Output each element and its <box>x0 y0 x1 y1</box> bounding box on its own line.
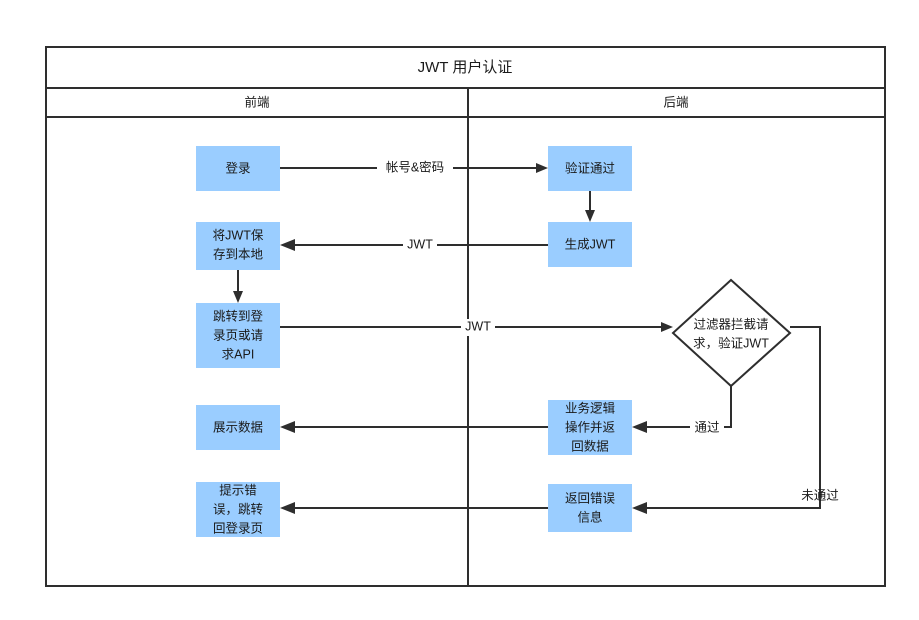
node-prompt-error-label-line3: 回登录页 <box>213 520 263 535</box>
node-filter-label-line2: 求，验证JWT <box>693 335 769 350</box>
node-business-logic-label-line2: 操作并返 <box>565 419 615 434</box>
node-verify-success[interactable]: 验证通过 <box>548 146 632 191</box>
edge-label-jwt-return: JWT <box>403 237 437 254</box>
node-redirect-label-line3: 求API <box>222 347 255 361</box>
edge-store-to-redirect <box>233 270 243 303</box>
node-redirect-or-request-api-shape[interactable] <box>196 303 280 368</box>
edge-error-to-prompt <box>280 502 548 514</box>
node-prompt-error-redirect-shape[interactable] <box>196 482 280 537</box>
node-verify-success-label: 验证通过 <box>565 160 616 175</box>
edge-label-pass: 通过 <box>690 419 724 437</box>
node-redirect-or-request-api[interactable]: 跳转到登 录页或请 求API <box>196 303 280 368</box>
node-store-jwt-local-label-line2: 存到本地 <box>213 247 264 261</box>
node-prompt-error-label-line1: 提示错 <box>219 482 257 497</box>
lane-header-frontend: 前端 <box>244 94 269 109</box>
node-redirect-label-line2: 录页或请 <box>213 328 263 342</box>
node-business-logic-label-line1: 业务逻辑 <box>565 400 615 415</box>
node-generate-jwt-label: 生成JWT <box>565 237 616 251</box>
edge-label-fail-text: 未通过 <box>801 488 839 502</box>
edge-label-fail: 未通过 <box>801 488 839 502</box>
node-return-error-shape[interactable] <box>548 484 632 532</box>
node-business-logic[interactable]: 业务逻辑 操作并返 回数据 <box>548 400 632 455</box>
node-generate-jwt[interactable]: 生成JWT <box>548 222 632 267</box>
diagram-title: JWT 用户认证 <box>418 59 513 76</box>
node-login-label: 登录 <box>225 160 250 175</box>
node-business-logic-shape[interactable] <box>548 400 632 455</box>
diagram-outer-border <box>45 46 886 587</box>
node-generate-jwt-shape[interactable] <box>548 222 632 267</box>
node-prompt-error-redirect[interactable]: 提示错 误，跳转 回登录页 <box>196 482 280 537</box>
node-filter-verify-jwt-shape[interactable] <box>671 278 792 388</box>
node-login[interactable]: 登录 <box>196 146 280 191</box>
node-store-jwt-local[interactable]: 将JWT保 存到本地 <box>196 222 280 270</box>
node-display-data[interactable]: 展示数据 <box>196 405 280 450</box>
node-business-logic-label-line3: 回数据 <box>571 438 609 453</box>
node-filter-label-line1: 过滤器拦截请 <box>693 317 768 331</box>
node-verify-success-shape[interactable] <box>548 146 632 191</box>
node-filter-verify-jwt[interactable]: 过滤器拦截请 求，验证JWT <box>671 278 792 388</box>
edge-label-jwt-request-text: JWT <box>465 319 491 333</box>
node-prompt-error-label-line2: 误，跳转 <box>213 501 263 516</box>
node-display-data-shape[interactable] <box>196 405 280 450</box>
edge-filter-pass-to-business <box>632 386 732 433</box>
node-display-data-label: 展示数据 <box>213 419 263 434</box>
edge-label-pass-text: 通过 <box>694 420 720 434</box>
node-return-error-label-line1: 返回错误 <box>565 491 616 505</box>
edge-label-account-password-text: 帐号&密码 <box>386 159 444 174</box>
node-login-shape[interactable] <box>196 146 280 191</box>
edge-filter-fail-to-error <box>632 326 821 514</box>
edge-business-to-display <box>280 421 548 433</box>
node-store-jwt-local-shape[interactable] <box>196 222 280 270</box>
edge-label-jwt-return-text: JWT <box>407 237 433 251</box>
node-return-error[interactable]: 返回错误 信息 <box>548 484 632 532</box>
node-store-jwt-local-label-line1: 将JWT保 <box>213 228 264 242</box>
edge-verify-to-generate <box>585 191 595 222</box>
node-return-error-label-line2: 信息 <box>577 509 602 524</box>
edge-label-jwt-request: JWT <box>461 319 495 336</box>
swimlane-frame <box>45 46 886 587</box>
node-redirect-label-line1: 跳转到登 <box>213 308 264 323</box>
edge-label-account-password: 帐号&密码 <box>377 159 453 177</box>
lane-header-backend: 后端 <box>663 95 688 109</box>
